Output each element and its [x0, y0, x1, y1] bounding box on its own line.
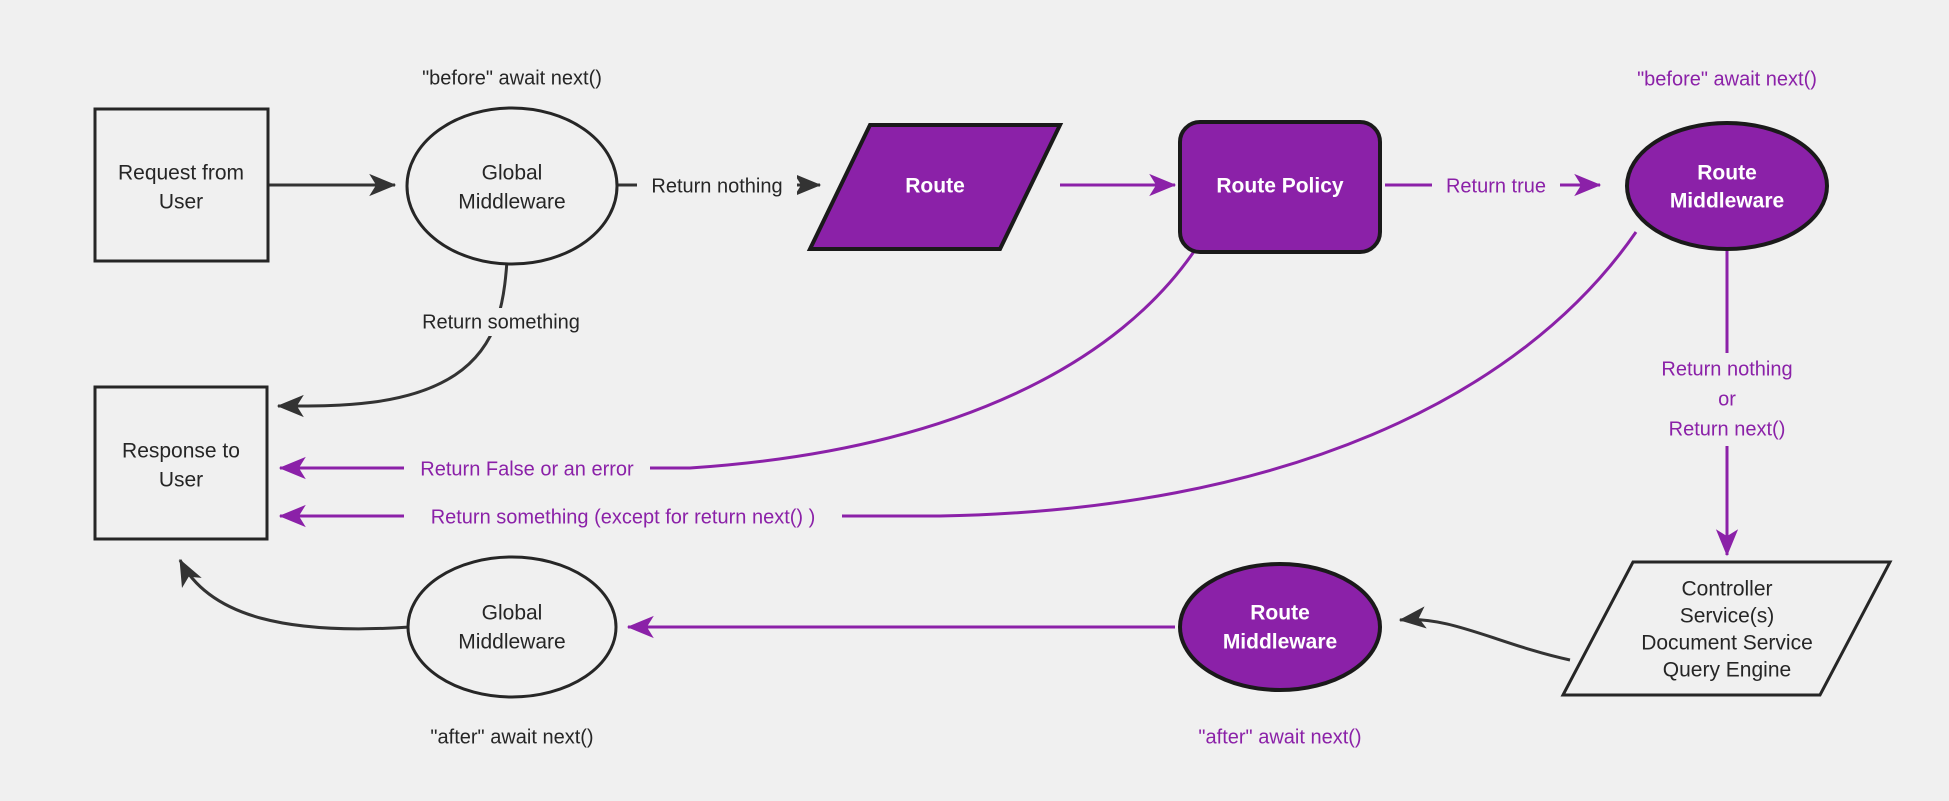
node-global-middleware-top[interactable]: Global Middleware	[405, 106, 619, 266]
controller-services-line1: Controller	[1681, 578, 1772, 601]
global-middleware-top-line2: Middleware	[458, 191, 565, 214]
edge-global-middleware-to-response	[276, 244, 510, 418]
node-request-from-user[interactable]: Request from User	[93, 107, 270, 263]
node-route-middleware-bottom[interactable]: Route Middleware	[1178, 562, 1382, 692]
stage-label-after-route-middleware: "after" await next()	[1198, 726, 1361, 748]
route-middleware-bottom-line2: Middleware	[1223, 631, 1337, 654]
edge-controller-to-route-middleware-bottom	[1398, 606, 1571, 662]
global-middleware-top-line1: Global	[482, 162, 543, 185]
node-controller-services[interactable]: Controller Service(s) Document Service Q…	[1560, 560, 1893, 697]
edge-label-return-false-or-error: Return False or an error	[404, 455, 650, 483]
node-global-middleware-bottom[interactable]: Global Middleware	[406, 555, 618, 699]
edge-route-policy-to-response-false	[278, 249, 1197, 480]
stage-label-before-global: "before" await next()	[422, 67, 602, 89]
edge-label-return-true: Return true	[1432, 172, 1560, 199]
edge-label-return-something-except: Return something (except for return next…	[404, 503, 842, 531]
route-policy-label: Route Policy	[1216, 175, 1344, 198]
request-from-user-line2: User	[159, 191, 203, 214]
svg-text:Return False or an error: Return False or an error	[420, 458, 634, 480]
route-middleware-top-line1: Route	[1697, 162, 1757, 185]
controller-services-line3: Document Service	[1641, 632, 1813, 655]
svg-text:Return something: Return something	[422, 311, 580, 333]
svg-text:Return next(): Return next()	[1669, 418, 1786, 440]
stage-label-before-route-middleware: "before" await next()	[1637, 68, 1817, 90]
response-to-user-line2: User	[159, 469, 203, 492]
global-middleware-bottom-line2: Middleware	[458, 631, 565, 654]
svg-text:Return something (except for r: Return something (except for return next…	[431, 506, 816, 528]
response-to-user-line1: Response to	[122, 440, 240, 463]
route-label: Route	[905, 175, 965, 198]
controller-services-line4: Query Engine	[1663, 659, 1791, 682]
global-middleware-bottom-line1: Global	[482, 602, 543, 625]
node-route[interactable]: Route	[806, 123, 1064, 251]
route-middleware-top-line2: Middleware	[1670, 190, 1784, 213]
edge-route-middleware-to-response-something	[278, 231, 1638, 528]
node-route-middleware-top[interactable]: Route Middleware	[1625, 121, 1829, 251]
edge-label-return-nothing: Return nothing	[637, 172, 797, 199]
svg-text:Return nothing: Return nothing	[651, 175, 782, 197]
svg-text:Return true: Return true	[1446, 175, 1546, 197]
stage-label-after-global: "after" await next()	[430, 726, 593, 748]
edge-label-return-nothing-or-next: Return nothing or Return next()	[1633, 353, 1823, 446]
edge-label-return-something: Return something	[408, 308, 594, 336]
edge-global-middleware-bottom-to-response	[178, 558, 411, 631]
route-middleware-bottom-line1: Route	[1250, 602, 1310, 625]
svg-text:or: or	[1718, 388, 1736, 410]
node-route-policy[interactable]: Route Policy	[1178, 120, 1382, 254]
svg-text:Return nothing: Return nothing	[1661, 358, 1792, 380]
controller-services-line2: Service(s)	[1680, 605, 1775, 628]
request-from-user-line1: Request from	[118, 162, 244, 185]
node-response-to-user[interactable]: Response to User	[93, 385, 269, 541]
